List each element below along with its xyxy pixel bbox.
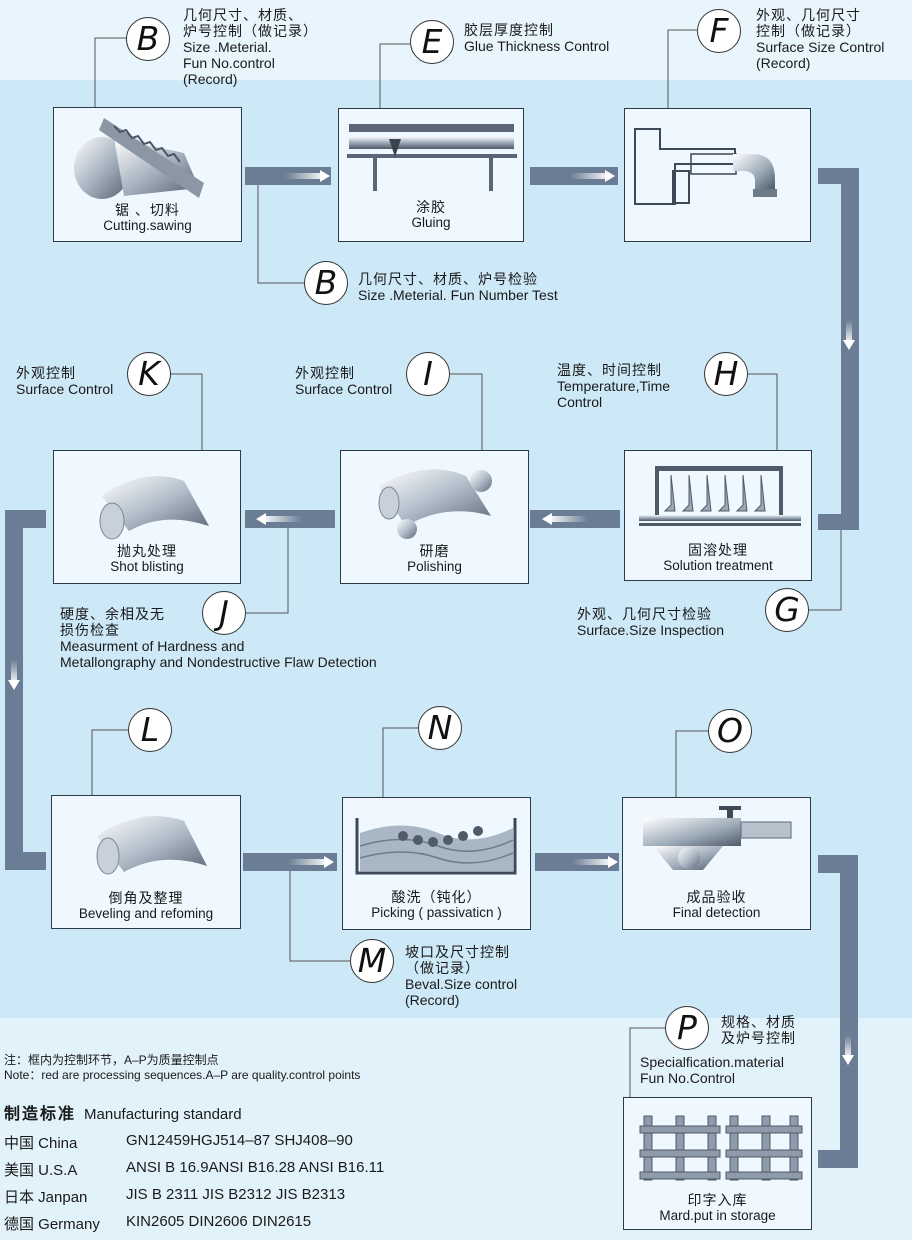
gluing-machine-illustration <box>347 124 517 191</box>
step-beveling-en: Beveling and refoming <box>78 906 214 921</box>
step-gluing-en: Gluing <box>411 215 451 230</box>
control-point-F: F <box>697 9 741 53</box>
solution-furnace-illustration <box>639 466 801 526</box>
control-point-K: K <box>127 352 171 396</box>
legend-note: 注：框内为控制环节，A–P为质量控制点 Note：red are process… <box>4 1053 360 1083</box>
step-shot-en: Shot blisting <box>110 559 184 574</box>
legend-note-zh: 注：框内为控制环节，A–P为质量控制点 <box>4 1053 219 1067</box>
step-beveling-box: 倒角及整理 Beveling and refoming <box>51 795 241 929</box>
connector-B2 <box>257 185 304 284</box>
step-pickling-box: 酸洗（钝化） Picking ( passivaticn ) <box>342 797 531 930</box>
connector-P <box>629 1027 665 1097</box>
step-cutting-zh: 锯 、切料 <box>115 202 180 218</box>
step-shot-blasting-box: 抛丸处理 Shot blisting <box>53 450 241 584</box>
connector-O <box>675 730 708 797</box>
label-M: 坡口及尺寸控制 （做记录） Beval.Size control (Record… <box>405 944 518 1008</box>
label-P-en: Specialfication.material Fun No.Control <box>640 1054 784 1086</box>
step-storage-zh: 印字入库 <box>687 1192 748 1208</box>
connector-I <box>449 373 483 450</box>
step-solution-en: Solution treatment <box>663 558 773 573</box>
control-point-P: P <box>665 1006 709 1050</box>
control-point-E: E <box>410 20 454 64</box>
forming-die-illustration <box>634 128 777 205</box>
connector-E <box>379 43 410 108</box>
step-beveling-zh: 倒角及整理 <box>108 890 184 906</box>
step-final-en: Final detection <box>672 905 761 920</box>
label-P-zh: 规格、材质 及炉号控制 <box>721 1014 796 1046</box>
step-pickling-zh: 酸洗（钝化） <box>391 889 482 905</box>
step-polishing-en: Polishing <box>407 559 462 574</box>
label-H: 温度、时间控制 Temperature,Time Control <box>557 362 671 410</box>
elbow-illustration-shot <box>99 476 209 540</box>
label-B2: 几何尺寸、材质、炉号检验 Size .Meterial. Fun Number … <box>358 271 558 303</box>
label-F: 外观、几何尺寸 控制（做记录） Surface Size Control (Re… <box>756 7 885 71</box>
arrow-row1-to-row2 <box>818 168 859 530</box>
control-point-O: O <box>708 709 752 753</box>
elbow-illustration-bevel <box>96 816 207 875</box>
control-point-N: N <box>418 706 462 750</box>
label-I: 外观控制 Surface Control <box>295 365 393 397</box>
step-cutting-box: 锯 、切料 Cutting.sawing <box>53 107 242 242</box>
storage-rack-illustration <box>639 1115 803 1181</box>
control-point-B1: B <box>126 17 170 61</box>
step-storage-en: Mard.put in storage <box>659 1208 776 1223</box>
label-J: 硬度、余相及无 损伤检查 Measurment of Hardness and … <box>60 606 377 670</box>
step-solution-box: 固溶处理 Solution treatment <box>624 450 812 581</box>
connector-H <box>748 373 778 450</box>
step-polishing-zh: 研磨 <box>419 543 450 559</box>
step-solution-zh: 固溶处理 <box>688 542 748 558</box>
inspection-gauge-illustration <box>643 806 792 870</box>
step-final-box: 成品验收 Final detection <box>622 797 811 930</box>
label-E: 胶层厚度控制 Glue Thickness Control <box>464 22 610 54</box>
step-forming-box <box>624 108 811 242</box>
control-point-H: H <box>704 352 748 396</box>
arrow-final-to-storage <box>818 855 858 1168</box>
connector-F <box>667 29 697 108</box>
connector-G <box>808 530 842 611</box>
connector-B1 <box>94 37 126 107</box>
step-polishing-box: 研磨 Polishing <box>340 450 529 584</box>
step-cutting-en: Cutting.sawing <box>103 218 192 233</box>
control-point-L: L <box>128 708 172 752</box>
arrow-row2-to-row3 <box>5 510 46 870</box>
step-storage-box: 印字入库 Mard.put in storage <box>623 1097 812 1230</box>
control-point-M: M <box>350 939 394 983</box>
control-point-I: I <box>406 352 450 396</box>
control-point-B2: B <box>304 261 348 305</box>
label-B1: 几何尺寸、材质、 炉号控制（做记录） Size .Meterial. Fun N… <box>183 7 318 87</box>
connector-L <box>91 729 128 795</box>
saw-pipe-illustration <box>74 118 204 199</box>
pickling-tank-illustration <box>355 818 517 875</box>
control-point-J: J <box>202 591 246 635</box>
step-gluing-box: 涂胶 Gluing <box>338 108 524 242</box>
label-G: 外观、几何尺寸检验 Surface.Size Inspection <box>577 606 725 638</box>
control-point-G: G <box>765 588 809 632</box>
connector-M <box>289 862 350 962</box>
step-pickling-en: Picking ( passivaticn ) <box>371 905 502 920</box>
elbow-illustration-polish <box>378 469 492 539</box>
legend-note-en: Note：red are processing sequences.A–P ar… <box>4 1068 361 1082</box>
connector-N <box>382 727 418 797</box>
step-gluing-zh: 涂胶 <box>416 199 446 215</box>
step-final-zh: 成品验收 <box>686 889 747 905</box>
connector-J <box>246 518 289 614</box>
connector-K <box>170 373 203 450</box>
step-shot-zh: 抛丸处理 <box>117 543 177 559</box>
label-K: 外观控制 Surface Control <box>16 365 114 397</box>
